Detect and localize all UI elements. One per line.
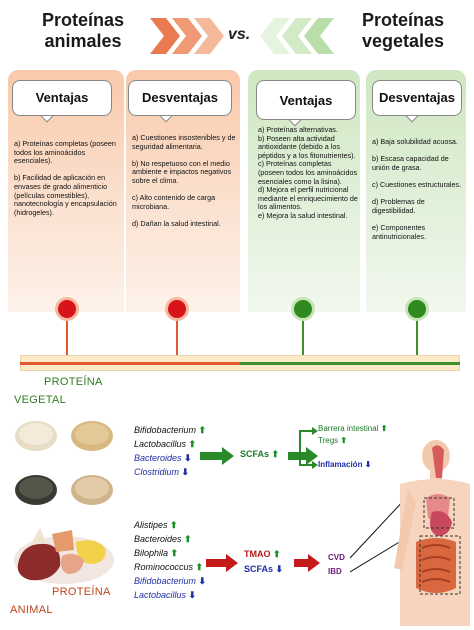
grains-image xyxy=(15,421,113,505)
meat-image xyxy=(14,528,114,584)
header-right-title: Proteínas vegetales xyxy=(361,10,445,51)
bacteria-item: Clostridium ⬇ xyxy=(134,467,189,478)
arrow-up-icon: ⬆ xyxy=(168,548,179,558)
bacteria-name: Alistipes xyxy=(134,520,168,530)
panel-title: Desventajas xyxy=(128,80,232,116)
panel-text: a) Proteínas alternativas. b) Poseen alt… xyxy=(258,125,358,220)
arrow-up-icon: ⬆ xyxy=(186,439,197,449)
arrow-up-icon: ⬆ xyxy=(273,549,281,559)
bacteria-item: Rominococcus ⬆ xyxy=(134,562,203,573)
timeline-dot xyxy=(168,300,186,318)
outcome-label: Tregs xyxy=(318,436,339,445)
bacteria-item: Lactobacillus ⬆ xyxy=(134,439,196,450)
metabolite-tmao: TMAO ⬆ xyxy=(244,549,281,560)
panel-title: Ventajas xyxy=(12,80,112,116)
timeline-dot xyxy=(408,300,426,318)
metabolite-label: TMAO xyxy=(244,549,271,559)
metabolite-scfas: SCFAs ⬇ xyxy=(244,564,283,575)
bacteria-name: Bifidobacterium xyxy=(134,425,197,435)
metabolite-label: SCFAs xyxy=(244,564,274,574)
vegetal-label-top: PROTEÍNA xyxy=(44,376,103,388)
bacteria-name: Bifidobacterium xyxy=(134,576,197,586)
arrow-down-icon: ⬇ xyxy=(364,460,372,469)
arrow-down-icon: ⬇ xyxy=(186,590,197,600)
timeline-dot xyxy=(294,300,312,318)
branch-arrows xyxy=(288,427,318,469)
disease-cvd: CVD xyxy=(328,553,345,562)
arrow-up-icon: ⬆ xyxy=(167,520,178,530)
timeline-dot xyxy=(58,300,76,318)
bacteria-item: Bifidobacterium ⬇ xyxy=(134,576,206,587)
panel-title: Desventajas xyxy=(372,80,462,116)
panel-stem xyxy=(66,312,68,362)
outcome-label: Barrera intestinal xyxy=(318,424,379,433)
bacteria-item: Bilophila ⬆ xyxy=(134,548,178,559)
human-gut-illustration xyxy=(394,440,470,626)
disease-connectors xyxy=(350,497,407,573)
timeline-line-animal xyxy=(20,362,240,365)
bacteria-item: Alistipes ⬆ xyxy=(134,520,178,531)
bacteria-item: Bifidobacterium ⬆ xyxy=(134,425,206,436)
outcome-inflamacion: Inflamación ⬇ xyxy=(318,460,371,469)
arrow-down-icon: ⬇ xyxy=(275,564,284,574)
arrow-down-icon: ⬇ xyxy=(179,467,190,477)
chevron-left-icon xyxy=(260,18,334,54)
arrow-up-icon: ⬆ xyxy=(181,534,192,544)
arrow-up-icon: ⬆ xyxy=(196,425,207,435)
bacteria-name: Bacteroides xyxy=(134,453,182,463)
bacteria-name: Bilophila xyxy=(134,548,169,558)
vegetal-label-bottom: VEGETAL xyxy=(14,394,67,406)
arrow-right-icon xyxy=(294,554,320,572)
chevron-arrows-left xyxy=(150,18,224,54)
outcome-label: Inflamación xyxy=(318,460,363,469)
disease-ibd: IBD xyxy=(328,567,342,576)
bacteria-name: Lactobacillus xyxy=(134,439,187,449)
bacteria-name: Bacteroides xyxy=(134,534,182,544)
bacteria-name: Rominococcus xyxy=(134,562,194,572)
arrow-right-icon xyxy=(200,447,234,465)
bacteria-name: Lactobacillus xyxy=(134,590,187,600)
outcome-tregs: Tregs ⬆ xyxy=(318,436,347,445)
panel-text: a) Cuestiones insostenibles y de segurid… xyxy=(132,133,236,228)
bacteria-name: Clostridium xyxy=(134,467,180,477)
timeline-line-vegetal xyxy=(240,362,460,365)
animal-label-top: PROTEÍNA xyxy=(52,586,111,598)
vs-label: vs. xyxy=(228,26,251,43)
arrow-right-icon xyxy=(288,447,318,465)
bacteria-item: Lactobacillus ⬇ xyxy=(134,590,196,601)
panel-stem xyxy=(176,312,178,362)
arrow-up-icon: ⬆ xyxy=(193,562,204,572)
panel-title: Ventajas xyxy=(256,80,356,120)
panel-stem xyxy=(302,312,304,362)
animal-label-bottom: ANIMAL xyxy=(10,604,53,616)
arrow-up-icon: ⬆ xyxy=(380,424,388,433)
arrow-up-icon: ⬆ xyxy=(340,436,348,445)
outcome-barrera: Barrera intestinal ⬆ xyxy=(318,424,387,433)
panel-text: a) Proteínas completas (poseen todos los… xyxy=(14,139,117,217)
vegetal-metabolite: SCFAs ⬆ xyxy=(240,449,279,460)
header-left-title: Proteínas animales xyxy=(41,10,125,51)
arrow-down-icon: ⬇ xyxy=(196,576,207,586)
chevron-arrows-right xyxy=(260,18,334,54)
arrow-up-icon: ⬆ xyxy=(271,449,280,459)
bacteria-item: Bacteroides ⬆ xyxy=(134,534,192,545)
bacteria-item: Bacteroides ⬇ xyxy=(134,453,192,464)
arrow-right-icon xyxy=(206,554,238,572)
vegetal-metabolite-label: SCFAs xyxy=(240,449,270,459)
panel-text: a) Baja solubilidad acuosa. b) Escasa ca… xyxy=(372,137,462,241)
arrow-down-icon: ⬇ xyxy=(181,453,192,463)
panel-stem xyxy=(416,312,418,362)
chevron-right-icon xyxy=(150,18,224,54)
